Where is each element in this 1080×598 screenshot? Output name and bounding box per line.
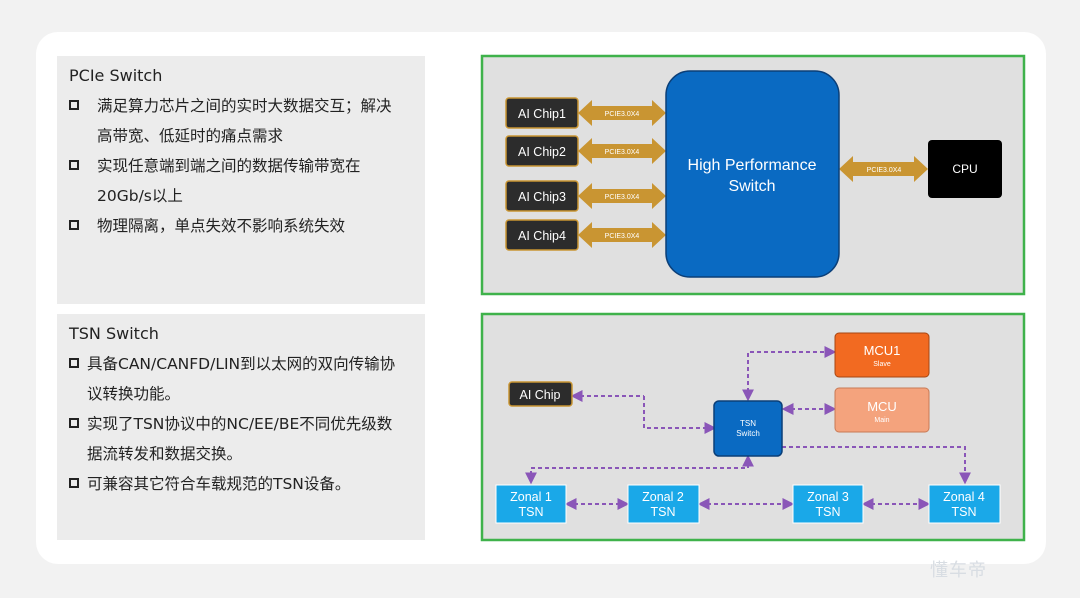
mcu1-label: MCU1 <box>864 343 901 358</box>
pcie-link-label-1: PCIE3.0X4 <box>605 111 640 118</box>
tsn-ai-chip-label: AI Chip <box>520 388 561 402</box>
switch-label-line-2: Switch <box>728 178 775 195</box>
zonal-3-line-2: TSN <box>816 505 841 519</box>
tsn-bullet-2: 实现了TSN协议中的NC/EE/BE不同优先级数据流转发和数据交换。 <box>69 409 415 469</box>
ai-chip-1-label: AI Chip1 <box>518 107 566 121</box>
ai-chips: AI Chip1 AI Chip2 AI Chip3 AI Chip4 <box>505 97 579 251</box>
ai-chip-1-box <box>505 97 579 129</box>
pcie-link-label-4: PCIE3.0X4 <box>605 233 640 240</box>
pcie-panel-title: PCIe Switch <box>69 66 163 85</box>
tsn-connections <box>525 346 971 510</box>
pcie-link-arrow-2 <box>578 138 666 164</box>
pcie-link-label-2: PCIE3.0X4 <box>605 149 640 156</box>
ai-chip-2-box <box>505 135 579 167</box>
pcie-bullet-2-line-2: 20Gb/s以上 <box>97 187 183 205</box>
ai-chip-2-label: AI Chip2 <box>518 145 566 159</box>
tsn-bullet-3-text: 可兼容其它符合车载规范的TSN设备。 <box>87 475 351 493</box>
checkbox-square-icon <box>69 418 79 428</box>
cpu-label: CPU <box>952 162 977 176</box>
zonal-3-line-1: Zonal 3 <box>807 490 849 504</box>
tsn-bullet-1: 具备CAN/CANFD/LIN到以太网的双向传输协议转换功能。 <box>69 349 415 409</box>
zonal-nodes: Zonal 1 TSN Zonal 2 TSN Zonal 3 TSN Zona… <box>495 484 1001 524</box>
cpu-box <box>928 140 1002 198</box>
pcie-bullet-2-line-1: 实现任意端到端之间的数据传输带宽在 <box>97 157 361 175</box>
pcie-bullet-1: 满足算力芯片之间的实时大数据交互；解决高带宽、低延时的痛点需求 <box>69 91 415 151</box>
pcie-link-arrow-1 <box>578 100 666 126</box>
pcie-link-arrow-3 <box>578 183 666 209</box>
zonal-3-box <box>792 484 864 524</box>
mcu-box <box>834 387 930 433</box>
zonal-2-line-2: TSN <box>651 505 676 519</box>
pcie-link-arrow-4 <box>578 222 666 248</box>
tsn-switch-line-1: TSN <box>740 419 756 428</box>
pcie-links <box>578 100 928 248</box>
pcie-diagram: PCIE3.0X4 PCIE3.0X4 PCIE3.0X4 PCIE3.0X4 … <box>480 54 1026 296</box>
ai-chip-4-label: AI Chip4 <box>518 229 566 243</box>
tsn-bullet-3: 可兼容其它符合车载规范的TSN设备。 <box>69 469 415 499</box>
pcie-switch-panel: PCIe Switch 满足算力芯片之间的实时大数据交互；解决高带宽、低延时的痛… <box>57 56 425 304</box>
mcu1-sub-label: Slave <box>873 361 891 368</box>
pcie-link-arrow-cpu <box>839 156 928 182</box>
watermark: 懂车帝 <box>930 560 987 581</box>
mcu-label: MCU <box>867 399 897 414</box>
zonal-4-line-2: TSN <box>952 505 977 519</box>
zonal-1-line-2: TSN <box>519 505 544 519</box>
zonal-1-line-1: Zonal 1 <box>510 490 552 504</box>
mcu1-box <box>834 332 930 378</box>
mcu-sub-label: Main <box>874 417 889 424</box>
zonal-4-box <box>928 484 1001 524</box>
tsn-bullet-1-line-1: 具备CAN/CANFD/LIN到以太网的双向传输协 <box>87 355 396 373</box>
pcie-bullet-1-line-1: 满足算力芯片之间的实时大数据交互；解决 <box>97 97 392 115</box>
tsn-bullet-2-line-1: 实现了TSN协议中的NC/EE/BE不同优先级数 <box>87 415 393 433</box>
pcie-link-label-cpu: PCIE3.0X4 <box>867 167 902 174</box>
ai-chip-4-box <box>505 219 579 251</box>
high-performance-switch <box>665 70 840 278</box>
link-tsn-zonal4 <box>782 446 971 485</box>
tsn-switch-line-2: Switch <box>736 429 760 438</box>
checkbox-square-icon <box>69 478 79 488</box>
zonal-2-line-1: Zonal 2 <box>642 490 684 504</box>
checkbox-square-icon <box>69 220 79 230</box>
zonal-4-line-1: Zonal 4 <box>943 490 985 504</box>
ai-chip-3-label: AI Chip3 <box>518 190 566 204</box>
pcie-link-label-3: PCIE3.0X4 <box>605 194 640 201</box>
link-tsn-mcu1 <box>742 346 837 402</box>
checkbox-square-icon <box>69 160 79 170</box>
pcie-bullet-3: 物理隔离，单点失效不影响系统失效 <box>69 211 415 241</box>
zonal-1-box <box>495 484 567 524</box>
tsn-panel-title: TSN Switch <box>69 324 159 343</box>
link-tsn-zonal1 <box>525 454 754 485</box>
ai-chip-3-box <box>505 180 579 212</box>
tsn-bullet-2-line-2: 据流转发和数据交换。 <box>87 445 243 463</box>
zonal-2-box <box>627 484 700 524</box>
pcie-bullet-1-line-2: 高带宽、低延时的痛点需求 <box>97 127 284 145</box>
tsn-switch-box <box>713 400 783 457</box>
pcie-bullet-3-text: 物理隔离，单点失效不影响系统失效 <box>97 217 346 235</box>
link-ai-chip-tsn <box>643 396 717 434</box>
checkbox-square-icon <box>69 358 79 368</box>
pcie-bullet-2: 实现任意端到端之间的数据传输带宽在 20Gb/s以上 <box>69 151 415 211</box>
tsn-diagram: AI Chip TSN Switch MCU1 Slave MCU Main Z… <box>480 312 1026 542</box>
tsn-switch-panel: TSN Switch 具备CAN/CANFD/LIN到以太网的双向传输协议转换功… <box>57 314 425 540</box>
switch-label-line-1: High Performance <box>688 157 817 174</box>
checkbox-square-icon <box>69 100 79 110</box>
tsn-bullet-1-line-2: 议转换功能。 <box>87 385 181 403</box>
tsn-ai-chip-box <box>508 381 573 407</box>
